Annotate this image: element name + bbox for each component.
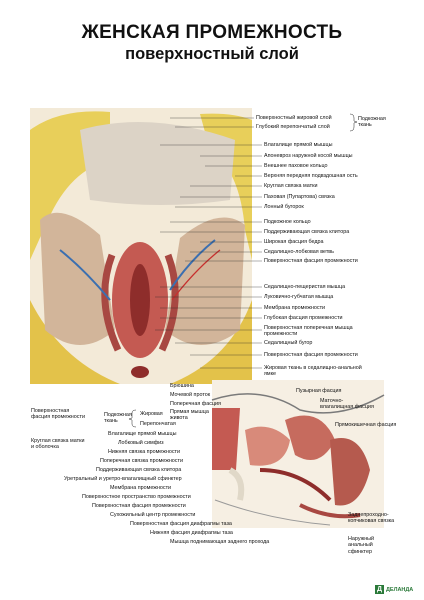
label-ischial-tuberosity: Седалищный бугор [264,340,313,346]
vagina [259,468,332,502]
label-vesical-fascia: Пузырная фасция [296,388,342,394]
peritoneum [211,393,385,414]
label-rectus-sheath: Влагалище прямой мышцы [264,142,333,148]
page-subtitle: поверхностный слой [125,45,299,63]
left-thigh [40,212,115,345]
label-pubic-tubercle: Лонный бугорок [264,204,304,210]
uterus [285,415,335,460]
label-deep-membranous: Глубокий перепончатый слой [256,124,330,130]
artery-right [171,249,221,301]
label-inferior-pubic-ligament: Нижняя связка промежности [108,449,180,455]
label-bulbospongiosus: Луковично-губчатая мышца [264,294,334,300]
label-clitoris-ligament: Поддерживающая связка клитора [264,229,350,235]
right-thigh [165,217,245,345]
rectus-muscle [212,408,240,470]
label-iliac-spine: Верхняя передняя подвздошная ость [264,173,358,179]
perineal-muscle-left [101,253,122,352]
label-ischiopubic-ramus: Седалищно-лобковая ветвь [264,249,334,255]
label-subcutaneous-tissue: Подкожная ткань [358,116,386,129]
section-fascia [214,499,331,526]
anus [131,366,149,378]
vein-right [169,239,216,291]
label-external-inguinal-ring: Внешнее паховое кольцо [264,163,328,169]
label-superficial-perineal-fascia: Поверхностная фасция промежности [264,258,358,264]
label-inferior-pelvic-fascia: Нижняя фасция диафрагмы таза [150,530,233,536]
label-clitoris-ligament-2: Поддерживающая связка клитора [96,467,182,473]
label-fatty: Жировая [140,411,163,417]
label-rectus-abdominis: Прямая мышца живота [170,409,209,422]
label-superficial-fat: Поверхностный жировой слой [256,115,332,121]
label-pubic-symphysis: Лобковый симфиз [118,440,164,446]
vein-left [59,249,111,301]
label-ischiocavernosus: Седалищно-пещеристая мышца [264,284,346,290]
fat-bottom [30,300,120,384]
logo-text: ДЕЛАНДА [386,586,414,593]
abdominal-fascia [80,122,235,205]
label-transverse-perineal: Поверхностная поперечная мышца промежнос… [264,325,353,338]
label-left-round-ligament: Круглая связка матки и оболочка [31,438,85,451]
bladder [245,426,290,466]
label-perineal-membrane: Мембрана промежности [264,305,326,311]
label-uterovaginal-fascia: Маточно-влагалищная фасция [320,398,374,411]
label-saphenous-ring: Подкожное кольцо [264,219,311,225]
label-inguinal-ligament: Паховая (Пупартова) связка [264,194,335,200]
label-perineal-body: Сухожильный центр промежности [110,512,196,518]
label-round-ligament: Круглая связка матки [264,183,318,189]
label-subcutaneous-tissue-2: Подкожная ткань [104,412,132,425]
label-pelvic-diaphragm-fascia: Поверхностная фасция диафрагмы таза [130,521,232,527]
page-title: ЖЕНСКАЯ ПРОМЕЖНОСТЬ [81,22,343,43]
vestibule [130,264,150,336]
logo-mark: Д [375,585,384,594]
brace-tissue2 [128,409,137,428]
label-superficial-perineal-fascia-3: Поверхностная фасция промежности [92,503,186,509]
label-urachus: Мочевой проток [170,392,211,398]
label-anococcygeal-ligament: Заднепроходно-копчиковая связка [348,512,395,525]
label-superficial-perineal-space: Поверхностное пространство промежности [82,494,191,500]
label-deep-perineal-fascia: Глубокая фасция промежности [264,315,343,321]
label-fascia-lata: Широкая фасция бедра [264,239,324,245]
label-urethral-sphincter: Уретральный и уретро-влагалищный сфинкте… [64,476,182,482]
label-transversalis-fascia: Поперечная фасция [170,401,221,407]
label-rectus-sheath-2: Влагалище прямой мышцы [108,431,177,437]
rectum [330,438,370,506]
label-ischioanal-fat: Жировая ткань в седалищно-анальной ямке [264,365,362,378]
perineal-muscle-right [158,253,179,352]
label-transverse-perineal-ligament: Поперечная связка промежности [100,458,183,464]
fat-bottom-right [170,300,252,384]
leader-lines [155,117,262,369]
label-superficial-perineal-fascia-2: Поверхностная фасция промежности [264,352,358,358]
label-left-perineal-fascia: Поверхностная фасция промежности [31,408,85,421]
levator-ani [299,503,361,519]
label-oblique-aponeurosis: Апоневроз наружной косой мышцы [264,153,353,159]
brace-tissue [349,113,358,132]
label-levator-ani: Мышца поднимающая заднего прохода [170,539,270,545]
label-external-anal-sphincter: Наружный анальный сфинктер [348,536,375,555]
label-peritoneum: Брюшина [170,383,194,389]
label-perineal-membrane-2: Мембрана промежности [110,485,172,491]
label-membranous: Перепончатая [140,421,176,427]
label-rectal-fascia: Прямокишечная фасция [335,422,397,428]
pubic-symphysis [228,467,245,501]
